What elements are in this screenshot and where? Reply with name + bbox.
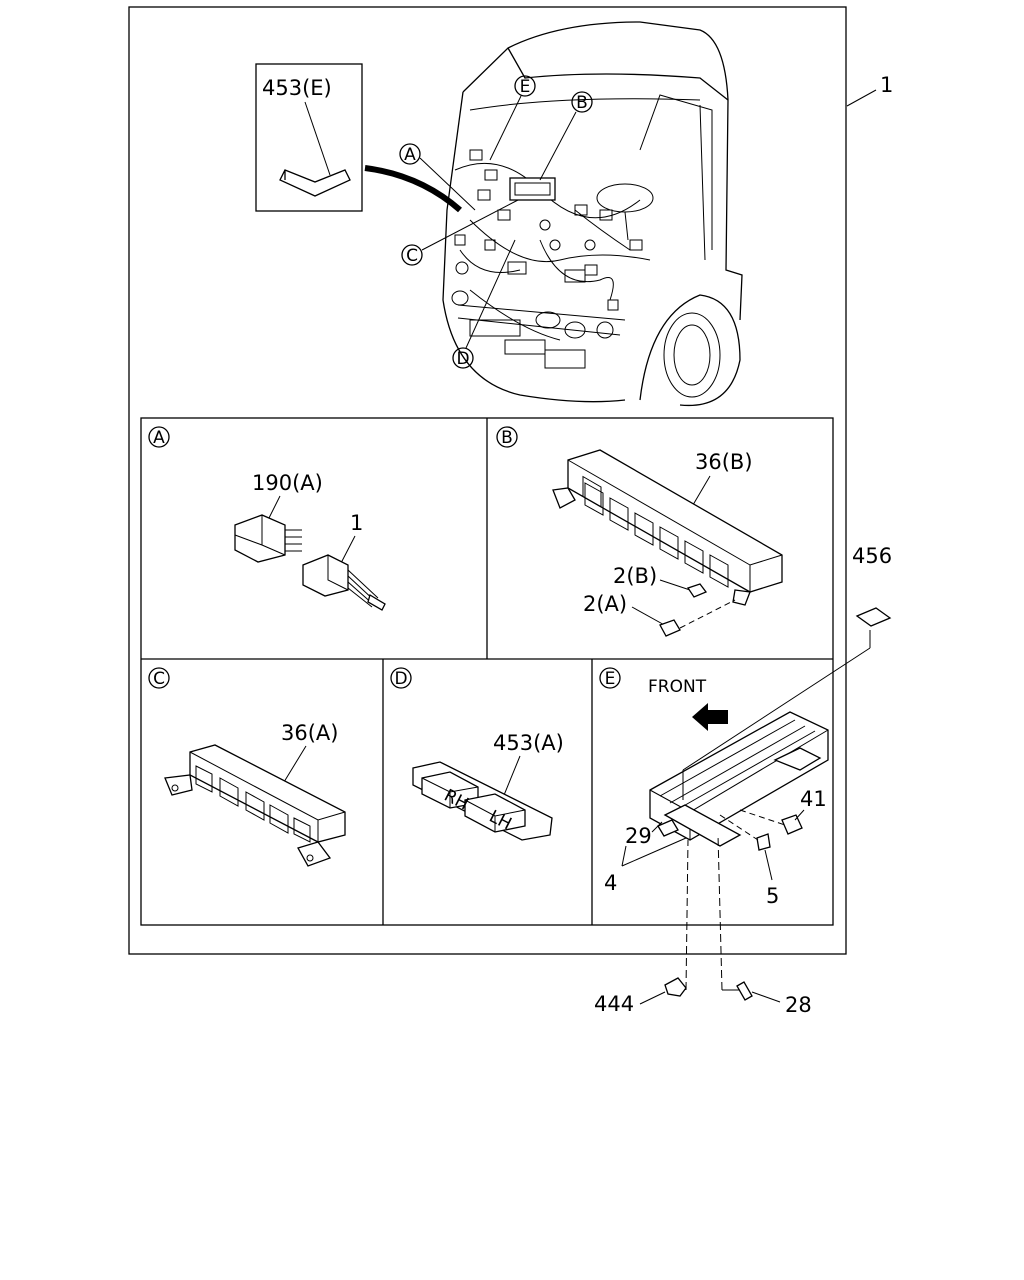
part-456-label: 456 — [852, 544, 892, 568]
part-4-label: 4 — [604, 871, 617, 895]
front-label: FRONT — [648, 677, 707, 697]
panel-c: C 36(A) — [148, 667, 346, 867]
panel-a-marker: A — [153, 428, 165, 448]
marker-letter: B — [576, 93, 588, 113]
part-5-label: 5 — [766, 884, 779, 908]
inset-box — [255, 63, 363, 212]
marker-main-c: C — [401, 199, 519, 266]
marker-main-d: D — [452, 239, 516, 369]
part-2a-label: 2(A) — [583, 592, 627, 616]
panel-d-marker: D — [394, 669, 407, 689]
inset-label: 453(E) — [262, 76, 332, 100]
panel-b: B 36(B) 2(B) 2(A) — [496, 426, 783, 637]
part-main-label: 1 — [880, 73, 893, 97]
panel-a: A 190(A) 1 — [148, 426, 386, 611]
panel-e: E FRONT 41 29 4 5 — [599, 667, 829, 908]
part-444: 444 — [594, 839, 689, 1016]
part-41-label: 41 — [800, 787, 827, 811]
inset-pointer — [364, 165, 462, 213]
panel-d: D 453(A) RH LH — [390, 667, 564, 841]
front-arrow-icon — [692, 703, 728, 731]
part-190a-label: 190(A) — [252, 471, 323, 495]
part-453a-label: 453(A) — [493, 731, 564, 755]
marker-main-b: B — [539, 91, 593, 181]
marker-letter: D — [456, 349, 469, 369]
marker-main-a: A — [399, 143, 476, 211]
marker-letter: E — [520, 77, 531, 97]
part-29-label: 29 — [625, 824, 652, 848]
part-1-label: 1 — [350, 511, 363, 535]
tape-icon — [279, 169, 351, 197]
marker-letter: A — [404, 145, 416, 165]
part-444-label: 444 — [594, 992, 634, 1016]
part-36a-label: 36(A) — [281, 721, 338, 745]
panel-e-marker: E — [605, 669, 616, 689]
part-28: 28 — [717, 834, 812, 1017]
marker-main-e: E — [489, 75, 536, 161]
part-2b-label: 2(B) — [613, 564, 657, 588]
panel-c-marker: C — [153, 669, 165, 689]
part-456: 456 — [682, 544, 892, 800]
marker-letter: C — [406, 246, 418, 266]
part-28-label: 28 — [785, 993, 812, 1017]
cab-illustration — [442, 21, 743, 407]
panel-b-marker: B — [501, 428, 513, 448]
outer-frame — [128, 6, 847, 955]
part-36b-label: 36(B) — [695, 450, 753, 474]
